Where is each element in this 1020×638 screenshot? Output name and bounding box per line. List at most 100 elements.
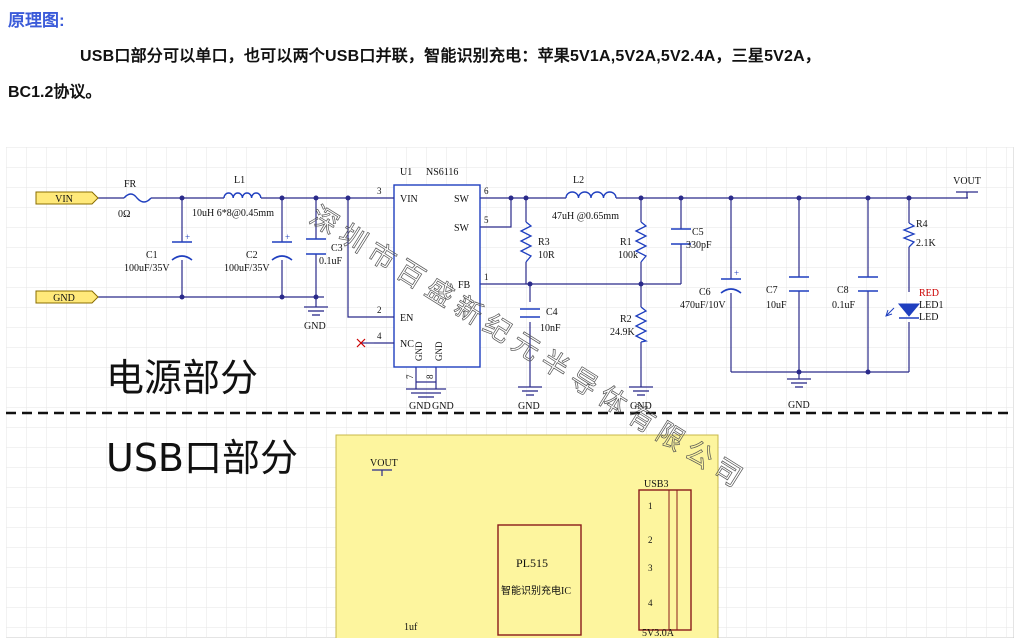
u1-pinnum-fb: 1	[484, 272, 489, 282]
c1-value: 100uF/35V	[124, 263, 170, 274]
u1-pin-gnd2: GND	[434, 341, 444, 361]
u1-pin-nc: NC	[400, 339, 414, 350]
c8-ref: C8	[837, 285, 849, 296]
usb-ic-pl515: PL515 智能识别充电IC	[497, 524, 582, 636]
resistor-r1: R1 100k	[618, 221, 648, 263]
ic-u1: U1 NS6116 VIN SW SW FB EN NC GND GND 3 6…	[374, 167, 489, 379]
gnd-label-1: GND	[304, 321, 326, 332]
gnd-symbol-1: GND	[304, 306, 328, 332]
r4-value: 2.1K	[916, 238, 937, 249]
usb3-rating: 5V3.0A	[642, 628, 675, 638]
usb-vout-label: VOUT	[370, 458, 398, 476]
gnd-label-6: GND	[788, 400, 810, 411]
led-color: RED	[919, 288, 939, 299]
resistor-r4: R4 2.1K	[902, 219, 937, 249]
gnd-port-label: GND	[53, 293, 75, 304]
c4-value: 10nF	[540, 323, 561, 334]
u1-ref: U1	[400, 167, 412, 178]
r2-value: 24.9K	[610, 327, 636, 338]
fuse-ref: FR	[124, 179, 137, 190]
pl515-part: PL515	[516, 556, 548, 570]
gnd-symbol-3: GND	[518, 386, 542, 412]
inductor-l2: L2 47uH @0.65mm	[552, 175, 619, 222]
u1-pinnum-sw2: 5	[484, 215, 489, 225]
u1-pinnum-sw1: 6	[484, 186, 489, 196]
capacitor-c2: + C2 100uF/35V	[224, 232, 293, 274]
r1-value: 100k	[618, 250, 638, 261]
vin-port: VIN	[35, 191, 99, 205]
u1-pin-fb: FB	[458, 280, 471, 291]
usb3-ref: USB3	[644, 479, 668, 490]
c7-ref: C7	[766, 285, 778, 296]
u1-pin-sw2: SW	[454, 223, 470, 234]
r2-ref: R2	[620, 314, 632, 325]
led1: RED LED1 LED	[885, 288, 943, 323]
gnd-label-2: GND	[409, 401, 431, 412]
svg-text:+: +	[734, 268, 739, 278]
svg-text:+: +	[285, 232, 290, 242]
nc-x-mark	[356, 338, 366, 348]
usb-vout-text: VOUT	[370, 458, 398, 469]
u1-part: NS6116	[426, 167, 458, 178]
description-line-2: BC1.2协议。	[8, 84, 102, 101]
l1-value: 10uH 6*8@0.45mm	[192, 208, 274, 219]
c6-value: 470uF/10V	[680, 300, 726, 311]
capacitor-c4: C4 10nF	[520, 307, 561, 334]
c3-ref: C3	[331, 243, 343, 254]
usb-section-title: USB口部分	[106, 436, 298, 480]
capacitor-c7: C7 10uF	[766, 276, 809, 311]
inductor-l1: L1 10uH 6*8@0.45mm	[192, 175, 274, 219]
c4-ref: C4	[546, 307, 558, 318]
svg-text:+: +	[185, 232, 190, 242]
u1-pin-en: EN	[400, 313, 413, 324]
usb3-pin-4: 4	[648, 598, 653, 608]
description-line-1: USB口部分可以单口，也可以两个USB口并联，智能识别充电：苹果5V1A,5V2…	[80, 48, 822, 65]
l2-value: 47uH @0.65mm	[552, 211, 619, 222]
c5-value: 330pF	[686, 240, 712, 251]
u1-pinnum-vin: 3	[377, 186, 382, 196]
c8-value: 0.1uF	[832, 300, 856, 311]
capacitor-c1: + C1 100uF/35V	[124, 232, 193, 274]
fuse-value: 0Ω	[118, 209, 130, 220]
u1-pinnum-en: 2	[377, 305, 382, 315]
u1-pinnum-nc: 4	[377, 331, 382, 341]
gnd-label-4: GND	[518, 401, 540, 412]
l1-ref: L1	[234, 175, 245, 186]
usb3-pin-3: 3	[648, 563, 653, 573]
usb3-pin-2: 2	[648, 535, 653, 545]
resistor-r3: R3 10R	[519, 221, 555, 263]
power-section-title: 电源部分	[106, 356, 258, 400]
usb-connector-usb3: USB3 1 2 3 4 5V3.0A	[638, 479, 692, 638]
resistor-r2: R2 24.9K	[610, 306, 648, 343]
usb-cap-value: 1uf	[404, 622, 418, 633]
fuse-fr: FR 0Ω	[118, 179, 152, 220]
gnd-label-3: GND	[432, 401, 454, 412]
u1-pin-vin: VIN	[400, 194, 418, 205]
schematic-svg: VIN GND VOUT FR 0Ω L1 10uH 6*8@0.45mm + …	[6, 147, 1014, 638]
c5-ref: C5	[692, 227, 704, 238]
u1-pinnum-gnd1: 7	[405, 374, 415, 379]
u1-pin-sw1: SW	[454, 194, 470, 205]
r1-ref: R1	[620, 237, 632, 248]
usb3-pin-1: 1	[648, 501, 653, 511]
section-heading: 原理图:	[8, 11, 65, 30]
pl515-desc: 智能识别充电IC	[501, 584, 571, 597]
vin-label: VIN	[55, 194, 73, 205]
r3-ref: R3	[538, 237, 550, 248]
c1-ref: C1	[146, 250, 158, 261]
gnd-symbol-5: GND	[787, 378, 811, 411]
c6-ref: C6	[699, 287, 711, 298]
gnd-label-5: GND	[630, 401, 652, 412]
c3-value: 0.1uF	[319, 256, 343, 267]
vout-label: VOUT	[953, 176, 981, 187]
r3-value: 10R	[538, 250, 555, 261]
junction-dots	[179, 195, 912, 484]
c7-value: 10uF	[766, 300, 787, 311]
capacitor-c6: + C6 470uF/10V	[680, 268, 742, 311]
capacitor-c8: C8 0.1uF	[832, 276, 878, 311]
capacitor-c3: C3 0.1uF	[306, 238, 343, 267]
r4-ref: R4	[916, 219, 928, 230]
l2-ref: L2	[573, 175, 584, 186]
led-ref: LED1	[919, 300, 943, 311]
c2-value: 100uF/35V	[224, 263, 270, 274]
